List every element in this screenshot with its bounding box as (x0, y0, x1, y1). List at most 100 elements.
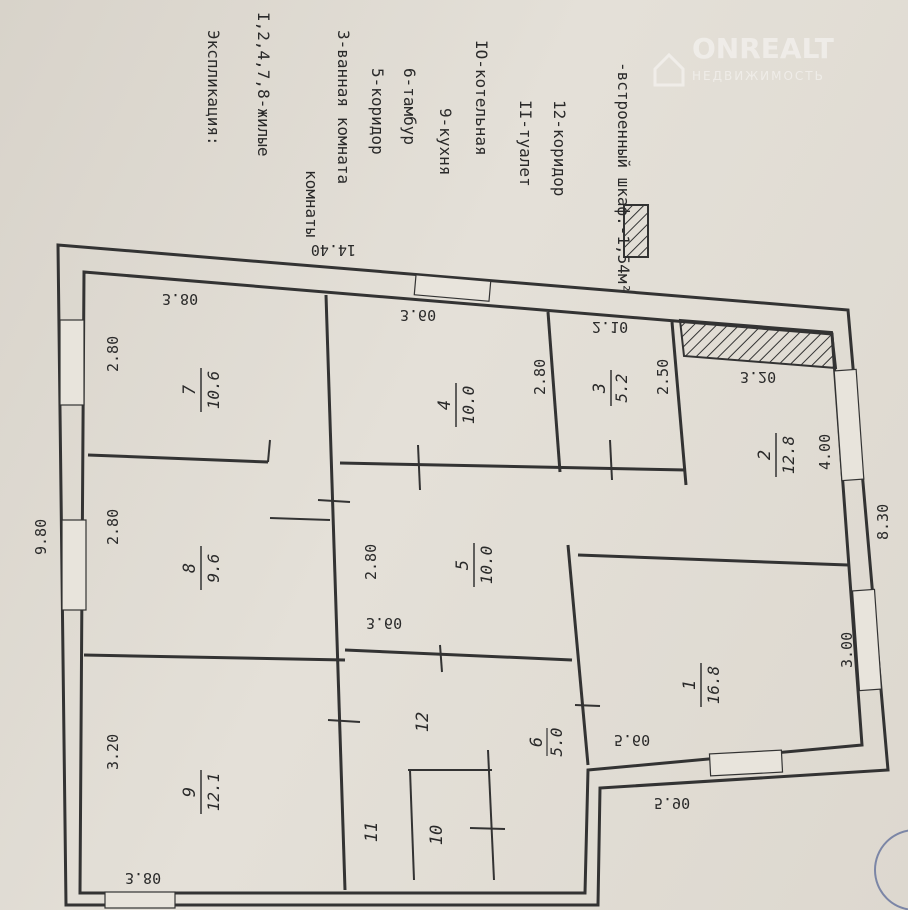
explication-block: Экспликация: I,2,4,7,8-жилые комнаты 3-в… (204, 12, 633, 293)
explication-line: 9-кухня (436, 108, 455, 175)
room-4: 4 10.0 (435, 383, 478, 427)
wall-2-1 (577, 553, 849, 567)
svg-text:2: 2 (755, 450, 775, 460)
door-tick (574, 704, 601, 707)
window-2 (833, 368, 865, 482)
door-tick (469, 827, 506, 830)
wall-5-12 (344, 648, 573, 662)
explication-line: 5-коридор (368, 68, 387, 155)
room-10: 10 (427, 825, 447, 845)
room-8: 8 9.6 (180, 546, 223, 590)
svg-text:10.0: 10.0 (459, 386, 478, 425)
window-1 (851, 588, 883, 692)
dim-2-h: 4.00 (816, 434, 834, 470)
svg-text:3: 3 (590, 383, 610, 394)
window-9 (104, 891, 176, 909)
dim-2-w: 3.20 (740, 368, 776, 386)
svg-text:5.2: 5.2 (612, 374, 631, 403)
room-6: 6 5.0 (527, 728, 566, 757)
dim-1-w: 5.60 (614, 731, 650, 749)
dim-9-w: 3.80 (125, 869, 161, 887)
window-1-bottom (708, 749, 784, 777)
svg-text:9.6: 9.6 (204, 554, 223, 583)
wall-6-left (487, 749, 495, 881)
dim-3-h: 2.50 (654, 359, 672, 395)
explication-line: 3-ванная комната (334, 30, 353, 184)
svg-text:5: 5 (453, 560, 473, 570)
room-7: 7 10.6 (180, 368, 223, 412)
explication-line: I,2,4,7,8-жилые (254, 12, 273, 157)
window-8 (61, 519, 87, 611)
wall-7-8 (87, 453, 269, 464)
svg-text:10: 10 (427, 825, 447, 845)
svg-text:12.1: 12.1 (204, 773, 223, 812)
room-3: 3 5.2 (590, 370, 631, 406)
svg-text:16.8: 16.8 (704, 666, 723, 705)
room-11: 11 (362, 822, 382, 842)
explication-line: II-туалет (516, 100, 535, 187)
dim-4-h: 2.80 (531, 359, 549, 395)
svg-text:10.0: 10.0 (477, 546, 496, 585)
door-stub-7 (267, 439, 271, 463)
watermark-sub: НЕДВИЖИМОСТЬ (692, 69, 825, 83)
dim-8-h: 2.80 (104, 509, 122, 545)
window-7 (59, 319, 85, 406)
dim-5-h: 2.80 (362, 544, 380, 580)
stamp (874, 829, 908, 910)
svg-text:8: 8 (180, 563, 200, 573)
dim-5-w: 3.60 (366, 614, 402, 632)
outer-wall (56, 243, 890, 907)
svg-text:10.6: 10.6 (204, 371, 223, 410)
legend-hatch (623, 204, 649, 258)
dim-right-height: 8.30 (874, 504, 892, 540)
wall-vertical-left (324, 294, 347, 891)
dim-9-h: 3.20 (104, 734, 122, 770)
wall-10-left (409, 769, 415, 881)
explication-line: IO-котельная (472, 40, 491, 156)
svg-text:12: 12 (413, 712, 433, 732)
wall-4-5 (339, 461, 687, 472)
svg-text:6: 6 (527, 737, 547, 747)
inner-outer-wall (78, 270, 864, 895)
dim-4-w: 3.60 (400, 306, 436, 324)
room-5: 5 10.0 (453, 543, 496, 587)
watermark-logo-icon (653, 52, 685, 87)
dim-bottom-w: 5.90 (654, 794, 690, 812)
watermark-brand: ONREALT (692, 32, 834, 65)
door-stub-8 (269, 517, 331, 521)
svg-text:12.8: 12.8 (779, 436, 798, 475)
dim-overall-width: 14.40 (311, 241, 356, 259)
door-tick (317, 499, 351, 503)
dim-1-h: 3.00 (838, 632, 856, 668)
dim-7-h: 2.80 (104, 336, 122, 372)
explication-line: 12-коридор (550, 100, 569, 196)
room-2: 2 12.8 (755, 433, 798, 477)
explication-line: 6-тамбур (400, 68, 419, 145)
door-tick (327, 719, 361, 723)
watermark: ONREALT НЕДВИЖИМОСТЬ (653, 32, 834, 87)
svg-text:1: 1 (680, 680, 700, 690)
svg-text:9: 9 (180, 787, 200, 797)
room-12: 12 (413, 712, 433, 732)
room-1: 1 16.8 (680, 663, 723, 707)
svg-text:4: 4 (435, 400, 455, 410)
window-4 (413, 274, 492, 302)
door-tick (439, 644, 443, 673)
wall-5-1 (566, 544, 590, 766)
legend-label: -встроенный шкаф.-1,54м² (614, 62, 633, 293)
svg-text:5.0: 5.0 (547, 728, 566, 757)
room-9: 9 12.1 (180, 770, 223, 814)
closet-hatch (678, 318, 838, 370)
svg-text:11: 11 (362, 822, 382, 842)
dim-overall-height: 9.80 (32, 519, 50, 555)
svg-text:7: 7 (180, 384, 200, 395)
wall-8-9 (83, 653, 346, 662)
dim-3-w: 2.10 (592, 318, 628, 336)
wall-3-2 (670, 321, 688, 486)
explication-line: комнаты (302, 170, 321, 237)
wall-4-3 (546, 311, 562, 473)
dim-7-w: 3.80 (162, 290, 198, 308)
explication-title: Экспликация: (204, 30, 223, 146)
door-tick (417, 444, 421, 491)
